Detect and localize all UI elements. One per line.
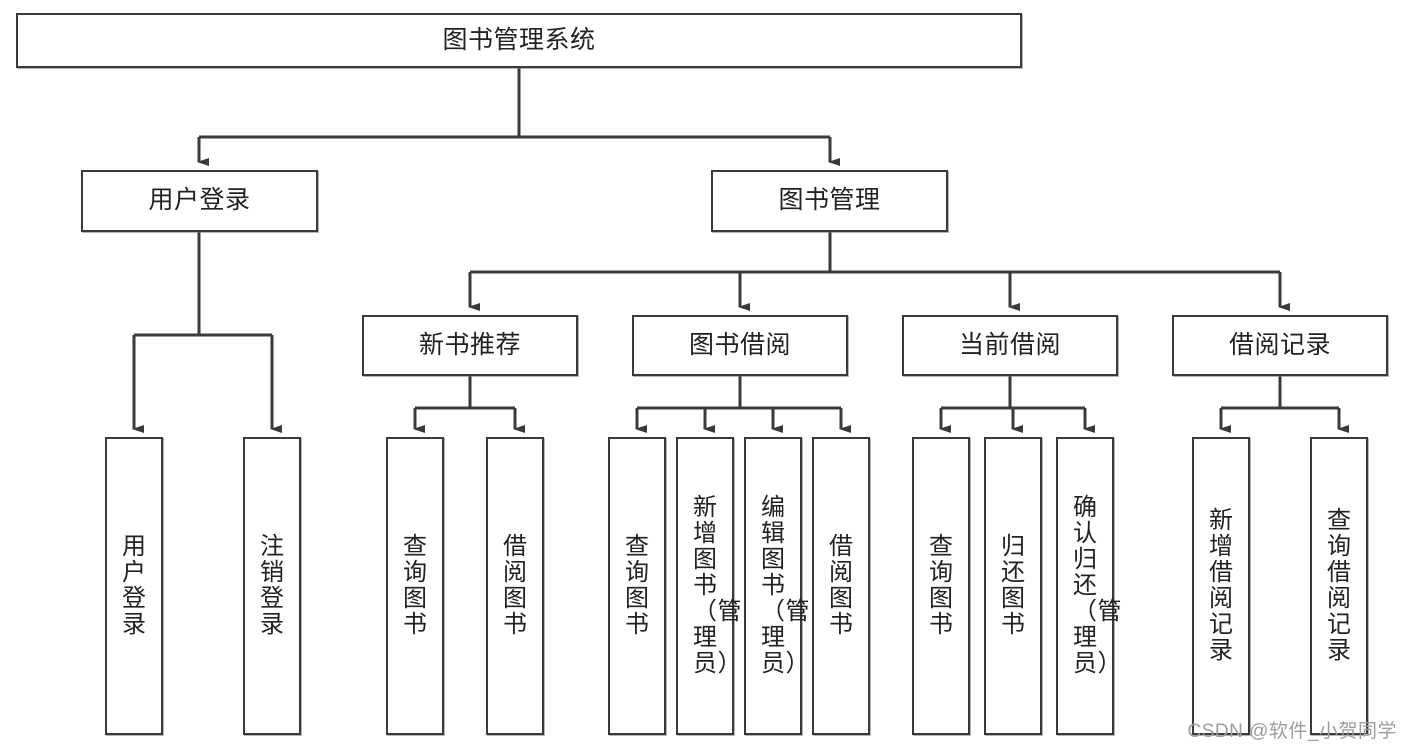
leaf-logout[interactable]: 注销登录 bbox=[243, 437, 301, 735]
leaf-add-book-label: 新增图书（管理员） bbox=[693, 494, 742, 677]
leaf-query-book-borrow[interactable]: 查询图书 bbox=[608, 437, 666, 735]
watermark: CSDN @软件_小贺同学 bbox=[1187, 721, 1397, 742]
leaf-borrow-book[interactable]: 借阅图书 bbox=[812, 437, 870, 735]
leaf-add-borrow-record-label: 新增借阅记录 bbox=[1209, 507, 1234, 664]
leaf-confirm-return[interactable]: 确认归还（管理员） bbox=[1056, 437, 1122, 735]
node-book-borrow-label: 图书借阅 bbox=[688, 330, 791, 359]
leaf-query-book-borrow-label: 查询图书 bbox=[625, 533, 650, 638]
leaf-query-book-current-label: 查询图书 bbox=[929, 533, 954, 638]
node-root-label: 图书管理系统 bbox=[442, 25, 596, 54]
leaf-return-book-label: 归还图书 bbox=[1001, 533, 1026, 638]
leaf-user-login[interactable]: 用户登录 bbox=[105, 437, 163, 735]
leaf-logout-label: 注销登录 bbox=[260, 533, 285, 638]
node-book-borrow[interactable]: 图书借阅 bbox=[632, 315, 848, 376]
leaf-query-book-recommend[interactable]: 查询图书 bbox=[386, 437, 444, 735]
leaf-edit-book[interactable]: 编辑图书（管理员） bbox=[744, 437, 810, 735]
leaf-borrow-book-recommend-label: 借阅图书 bbox=[503, 533, 528, 638]
leaf-return-book[interactable]: 归还图书 bbox=[984, 437, 1042, 735]
leaf-add-book[interactable]: 新增图书（管理员） bbox=[676, 437, 742, 735]
node-borrow-record[interactable]: 借阅记录 bbox=[1172, 315, 1388, 376]
node-current-borrow[interactable]: 当前借阅 bbox=[902, 315, 1118, 376]
leaf-confirm-return-label: 确认归还（管理员） bbox=[1073, 494, 1122, 677]
node-new-book-recommend[interactable]: 新书推荐 bbox=[362, 315, 578, 376]
node-current-borrow-label: 当前借阅 bbox=[958, 330, 1061, 359]
leaf-query-book-recommend-label: 查询图书 bbox=[403, 533, 428, 638]
node-new-book-recommend-label: 新书推荐 bbox=[418, 330, 521, 359]
node-borrow-record-label: 借阅记录 bbox=[1228, 330, 1331, 359]
leaf-query-borrow-record[interactable]: 查询借阅记录 bbox=[1310, 437, 1368, 735]
node-user-login[interactable]: 用户登录 bbox=[81, 170, 318, 232]
leaf-borrow-book-label: 借阅图书 bbox=[829, 533, 854, 638]
node-book-management-label: 图书管理 bbox=[778, 186, 881, 215]
leaf-edit-book-label: 编辑图书（管理员） bbox=[761, 494, 810, 677]
leaf-query-book-current[interactable]: 查询图书 bbox=[912, 437, 970, 735]
leaf-query-borrow-record-label: 查询借阅记录 bbox=[1327, 507, 1352, 664]
node-book-management[interactable]: 图书管理 bbox=[711, 170, 948, 232]
leaf-borrow-book-recommend[interactable]: 借阅图书 bbox=[486, 437, 544, 735]
node-user-login-label: 用户登录 bbox=[148, 186, 251, 215]
node-root[interactable]: 图书管理系统 bbox=[16, 13, 1022, 68]
leaf-add-borrow-record[interactable]: 新增借阅记录 bbox=[1192, 437, 1250, 735]
leaf-user-login-label: 用户登录 bbox=[122, 533, 147, 638]
